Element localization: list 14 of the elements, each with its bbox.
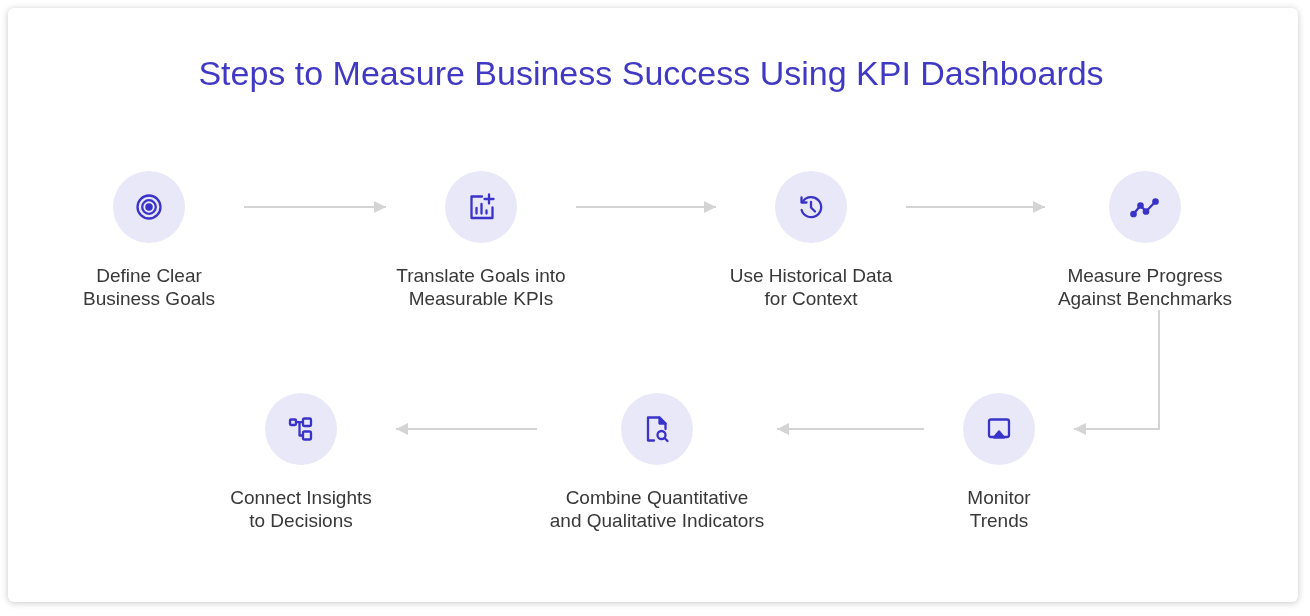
arrow xyxy=(1073,309,1160,435)
arrow xyxy=(243,201,387,213)
arrow xyxy=(575,201,717,213)
diagram-title: Steps to Measure Business Success Using KPI Dashboards xyxy=(198,53,1104,94)
step-label: Connect Insights to Decisions xyxy=(229,486,373,532)
step-label: Measure Progress Against Benchmarks xyxy=(1056,264,1234,310)
step-label: Monitor Trends xyxy=(966,486,1032,532)
arrow xyxy=(776,423,925,435)
arrow xyxy=(395,423,538,435)
step-label: Combine Quantitative and Qualitative Indicators xyxy=(548,486,766,532)
arrow xyxy=(905,201,1046,213)
step-label: Translate Goals into Measurable KPIs xyxy=(395,264,567,310)
step-label: Use Historical Data for Context xyxy=(728,264,894,310)
step-label: Define Clear Business Goals xyxy=(82,264,216,310)
